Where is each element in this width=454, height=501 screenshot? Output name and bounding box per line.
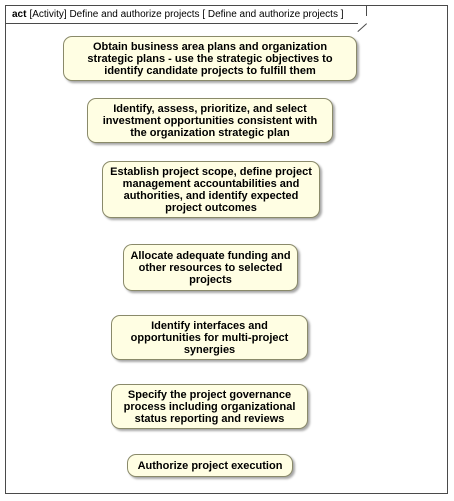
frame-title: [Activity] Define and authorize projects…: [29, 9, 344, 20]
action-label: Authorize project execution: [137, 459, 283, 472]
action-label: Specify the project governance process i…: [123, 388, 296, 425]
tab-corner-line: [356, 23, 367, 33]
action-identify-investments[interactable]: Identify, assess, prioritize, and select…: [87, 98, 333, 143]
action-allocate-funding[interactable]: Allocate adequate funding and other reso…: [123, 244, 298, 291]
action-label: Establish project scope, define project …: [110, 165, 312, 214]
action-label: Obtain business area plans and organizat…: [87, 40, 333, 77]
frame-header-tab: act[Activity] Define and authorize proje…: [6, 6, 367, 33]
action-label: Identify interfaces and opportunities fo…: [130, 319, 289, 356]
frame-keyword: act: [12, 9, 27, 20]
action-authorize-execution[interactable]: Authorize project execution: [127, 454, 293, 477]
action-specify-governance[interactable]: Specify the project governance process i…: [111, 384, 308, 429]
action-label: Identify, assess, prioritize, and select…: [102, 102, 318, 139]
action-establish-scope[interactable]: Establish project scope, define project …: [102, 161, 320, 218]
action-identify-interfaces[interactable]: Identify interfaces and opportunities fo…: [111, 315, 308, 360]
tab-corner-cut: [357, 16, 367, 24]
action-obtain-plans[interactable]: Obtain business area plans and organizat…: [63, 36, 357, 81]
action-label: Allocate adequate funding and other reso…: [130, 249, 291, 286]
